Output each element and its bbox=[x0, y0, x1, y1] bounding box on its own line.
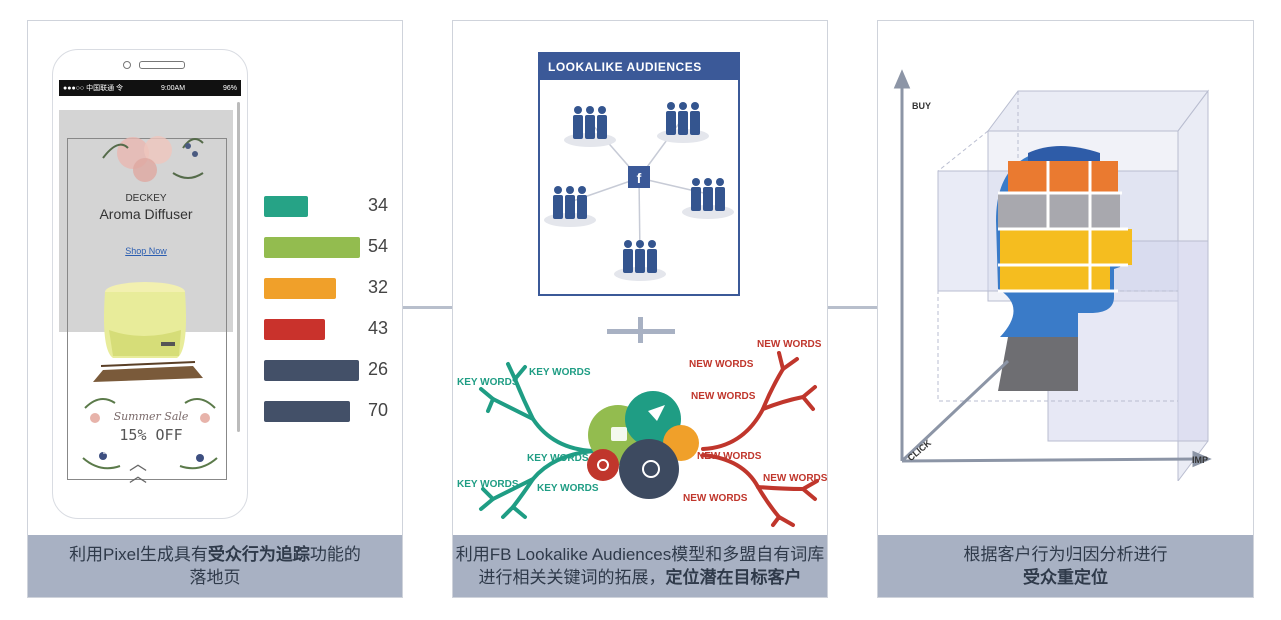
metric-bar-value: 34 bbox=[368, 195, 389, 215]
people-group-icon bbox=[614, 240, 666, 281]
phone-camera-dot bbox=[123, 61, 131, 69]
metric-bar-value: 54 bbox=[368, 236, 389, 256]
panel-landing-page: ●●●○○ 中国联通 令 9:00AM 96% DECKEY Aroma Dif… bbox=[27, 20, 403, 598]
caption3-line1: 根据客户行为归因分析进行 bbox=[963, 545, 1168, 564]
metric-bar bbox=[264, 401, 350, 422]
caption2-line2-bold: 定位潜在目标客户 bbox=[665, 568, 802, 587]
metric-bar bbox=[264, 278, 336, 299]
newword-label-2: NEW WORDS bbox=[689, 359, 754, 370]
keyword-label-2: KEY WORDS bbox=[529, 367, 591, 378]
lookalike-card: LOOKALIKE AUDIENCES f bbox=[538, 52, 740, 296]
promo-offer: 15% OFF bbox=[119, 426, 183, 444]
lookalike-title: LOOKALIKE AUDIENCES bbox=[540, 54, 738, 80]
metric-bar-row bbox=[264, 196, 308, 217]
facebook-icon: f bbox=[637, 170, 642, 186]
retargeting-3d-diagram bbox=[893, 69, 1212, 481]
caption1-post: 功能的 bbox=[309, 545, 361, 564]
newword-label-4: NEW WORDS bbox=[697, 451, 762, 462]
panel-lookalike: LOOKALIKE AUDIENCES f bbox=[452, 20, 828, 598]
metric-bar-row bbox=[264, 360, 359, 381]
metric-bar-row bbox=[264, 278, 336, 299]
metric-bar-value: 70 bbox=[368, 400, 389, 420]
caption3-line2: 受众重定位 bbox=[1023, 568, 1108, 587]
caption-panel1: 利用Pixel生成具有受众行为追踪功能的 落地页 bbox=[28, 535, 402, 597]
metric-bar-row bbox=[264, 237, 360, 258]
metric-bar bbox=[264, 360, 359, 381]
newword-label-5: NEW WORDS bbox=[763, 473, 828, 484]
status-carrier: ●●●○○ 中国联通 令 bbox=[63, 85, 124, 92]
metric-bar-value: 43 bbox=[368, 318, 389, 338]
promo-wreath bbox=[82, 398, 218, 470]
people-group-icon bbox=[682, 178, 734, 219]
connector-right bbox=[828, 306, 877, 309]
metric-bar-value: 26 bbox=[368, 359, 389, 379]
landing-brand: DECKEY bbox=[125, 193, 167, 204]
landing-frame bbox=[67, 138, 227, 480]
newword-label-3: NEW WORDS bbox=[691, 391, 756, 402]
metric-bar-value: 32 bbox=[368, 277, 389, 297]
connector-left bbox=[403, 306, 452, 309]
keyword-label-3: KEY WORDS bbox=[527, 453, 589, 464]
panel-retargeting: BUY IMP CLICK 根据客户行为归因分析进行 受众重定位 bbox=[877, 20, 1254, 598]
chevron-up-icon[interactable]: ︿︿ bbox=[129, 454, 147, 486]
people-group-icon bbox=[657, 102, 709, 143]
people-group-icon bbox=[564, 106, 616, 147]
newword-label-6: NEW WORDS bbox=[683, 493, 748, 504]
caption1-bold: 受众行为追踪 bbox=[207, 545, 310, 564]
metric-bar-row bbox=[264, 319, 325, 340]
phone-status-bar: ●●●○○ 中国联通 令 9:00AM 96% bbox=[59, 80, 241, 96]
metric-bar bbox=[264, 319, 325, 340]
axis-label-buy: BUY bbox=[912, 101, 932, 111]
caption1-pre: 利用Pixel生成具有 bbox=[69, 545, 208, 564]
keyword-label-1: KEY WORDS bbox=[457, 377, 519, 388]
flower-illustration bbox=[102, 136, 204, 182]
newword-label-1: NEW WORDS bbox=[757, 339, 822, 350]
keyword-label-4: KEY WORDS bbox=[457, 479, 519, 490]
keyword-mindmap bbox=[479, 351, 819, 527]
shop-now-link[interactable]: Shop Now bbox=[125, 246, 167, 256]
phone-scrollbar[interactable] bbox=[237, 102, 240, 432]
caption-panel3: 根据客户行为归因分析进行 受众重定位 bbox=[878, 535, 1253, 597]
caption2-line2-pre: 进行相关关键词的拓展， bbox=[478, 568, 666, 587]
caption2-line1: 利用FB Lookalike Audiences模型和多盟自有词库 bbox=[455, 545, 825, 564]
status-battery: 96% bbox=[222, 84, 237, 92]
axis-label-imp: IMP bbox=[1192, 455, 1209, 465]
status-time: 9:00AM bbox=[160, 84, 186, 92]
phone-speaker bbox=[139, 61, 185, 69]
metric-bar bbox=[264, 196, 308, 217]
audience-network: f bbox=[544, 102, 734, 281]
plus-icon-vertical bbox=[638, 317, 643, 343]
caption1-line2: 落地页 bbox=[189, 568, 241, 587]
keyword-label-5: KEY WORDS bbox=[537, 483, 599, 494]
promo-title: Summer Sale bbox=[113, 410, 189, 423]
diffuser-image bbox=[93, 282, 203, 382]
phone-mockup: ●●●○○ 中国联通 令 9:00AM 96% DECKEY Aroma Dif… bbox=[52, 49, 248, 519]
caption-panel2: 利用FB Lookalike Audiences模型和多盟自有词库 进行相关关键… bbox=[453, 535, 827, 597]
people-group-icon bbox=[544, 186, 596, 227]
landing-product-title: Aroma Diffuser bbox=[99, 206, 193, 222]
metric-bar bbox=[264, 237, 360, 258]
metric-bar-row bbox=[264, 401, 350, 422]
